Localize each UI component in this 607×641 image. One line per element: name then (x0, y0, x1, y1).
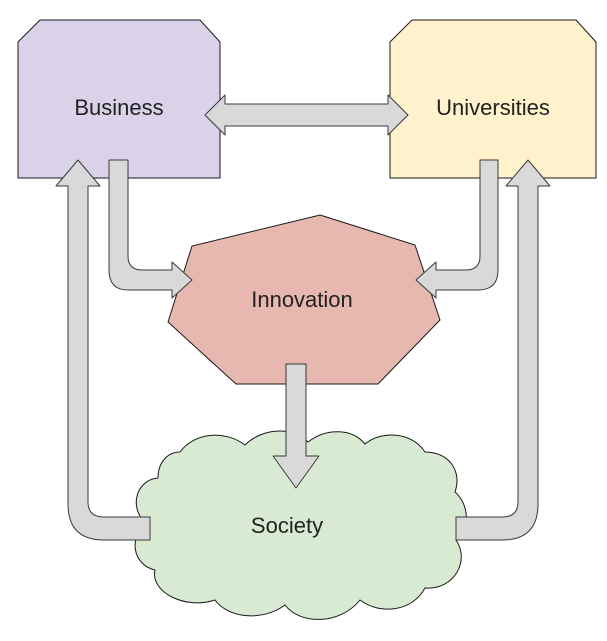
society-label: Society (251, 513, 323, 538)
arrow-innovation-society (272, 363, 320, 489)
arrow-business-innovation (108, 159, 193, 299)
innovation-label: Innovation (251, 287, 353, 312)
innovation-shape (167, 214, 441, 385)
business-node: Business (17, 19, 221, 179)
society-shape (134, 430, 467, 620)
innovation-node: Innovation (167, 214, 441, 385)
business-label: Business (74, 95, 163, 120)
universities-shape (389, 19, 597, 179)
society-node: Society (134, 430, 467, 620)
universities-node: Universities (389, 19, 597, 179)
business-shape (17, 19, 221, 179)
arrow-business-universities (204, 94, 409, 136)
arrow-society-business (55, 159, 151, 541)
arrow-society-universities (455, 159, 551, 541)
universities-label: Universities (436, 95, 550, 120)
arrow-universities-innovation (415, 159, 499, 299)
